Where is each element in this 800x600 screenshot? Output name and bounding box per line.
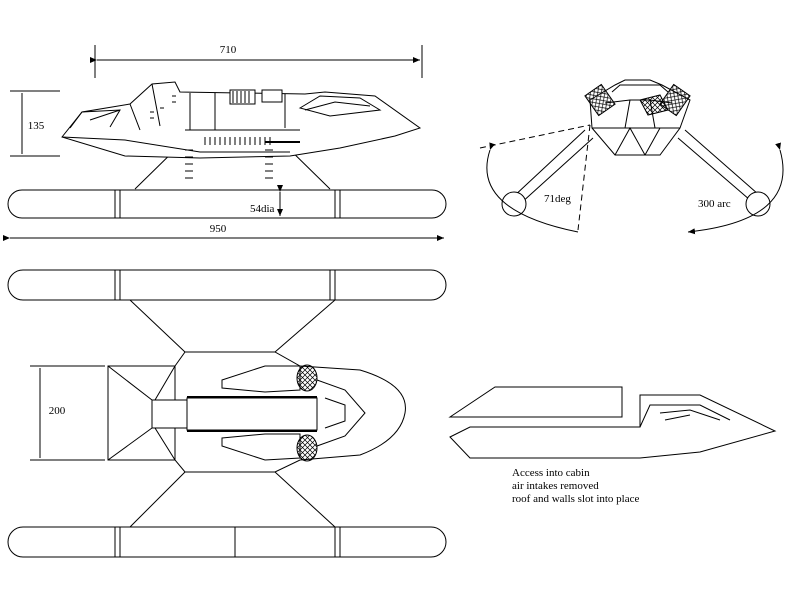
note-line-1: Access into cabin: [512, 467, 590, 479]
cabin-view: [448, 386, 777, 459]
dimension-height-label: 135: [28, 120, 45, 132]
reference-line: [479, 124, 591, 149]
dimension-hull-width: 200: [30, 365, 105, 461]
top-pontoon-upper: [7, 269, 447, 301]
cabin-roof: [448, 386, 623, 418]
front-arm-right: [677, 129, 759, 201]
arc-right: [687, 142, 784, 235]
side-view: 710 135: [3, 44, 447, 241]
dimension-length: 710: [90, 44, 423, 78]
top-view: 200: [7, 269, 447, 558]
side-pontoon: [7, 189, 447, 219]
arc-left: [486, 142, 579, 233]
arc-label: 300 arc: [698, 198, 731, 210]
dimension-pontoon: 54dia: [250, 185, 283, 216]
dimension-length-label: 710: [220, 44, 237, 56]
top-pontoon-lower: [7, 526, 447, 558]
dimension-pontoon-label: 54dia: [250, 203, 275, 215]
pontoon-left: [501, 191, 527, 217]
angle-label: 71deg: [544, 193, 571, 205]
reference-line-vertical: [577, 124, 591, 231]
front-body: [584, 79, 691, 156]
note-line-3: roof and walls slot into place: [512, 493, 640, 505]
side-hull: [61, 81, 422, 179]
dimension-hull-width-label: 200: [49, 405, 66, 417]
top-hull: [107, 351, 406, 473]
note-line-2: air intakes removed: [512, 480, 599, 492]
dimension-width-label: 950: [210, 223, 227, 235]
top-struts: [129, 299, 336, 528]
dimension-height: 135: [10, 90, 60, 157]
front-arm-left: [511, 129, 594, 205]
dimension-width: 950: [3, 223, 444, 241]
front-view: 71deg 300 arc: [479, 79, 784, 235]
